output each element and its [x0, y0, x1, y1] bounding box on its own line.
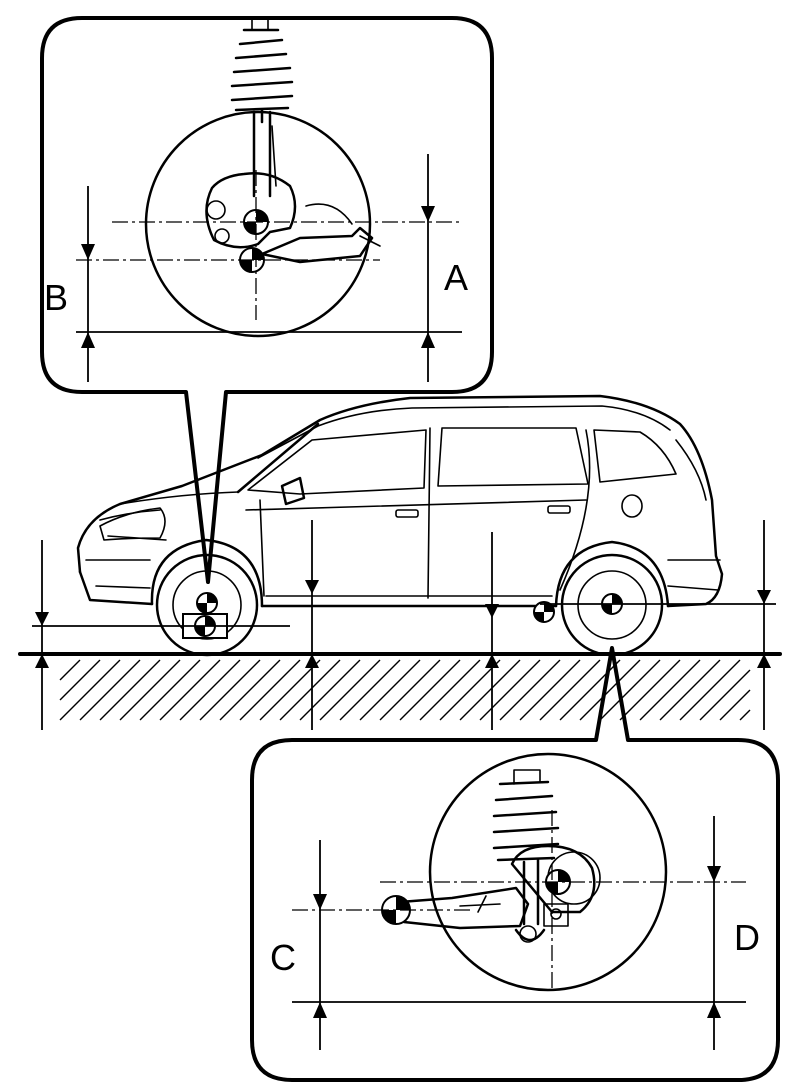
ground-hatching — [59, 659, 751, 721]
ground-hatch-line — [59, 659, 81, 681]
front-knuckle — [205, 172, 297, 249]
vehicle-side-view — [76, 394, 724, 730]
rear-coil-spring — [492, 769, 560, 862]
ground-hatch-line — [659, 659, 721, 721]
rear-quarter-window — [593, 429, 677, 483]
windshield — [236, 422, 320, 494]
ground-hatch-line — [379, 659, 441, 721]
ground-hatch-line — [219, 659, 281, 721]
rear-callout-frame — [250, 646, 780, 1082]
ground-hatch-line — [579, 659, 641, 721]
front-wheel-circle — [144, 110, 372, 338]
label-c: C — [270, 937, 296, 978]
rear-rim — [577, 570, 647, 640]
dimension-d: D — [707, 816, 760, 1050]
front-door-handle — [395, 509, 419, 518]
front-tire — [155, 553, 259, 657]
ground-hatch-line — [619, 659, 681, 721]
ground-hatch-line — [179, 659, 241, 721]
headlight — [99, 507, 166, 541]
ground — [18, 652, 782, 721]
ground-hatch-line — [719, 689, 751, 721]
rear-wheel-circle — [428, 752, 668, 992]
ground-hatch-line — [539, 659, 601, 721]
front-wheel-center-marker — [196, 592, 218, 614]
ground-hatch-line — [639, 659, 701, 721]
ground-hatch-line — [59, 659, 121, 721]
rear-knuckle — [510, 844, 596, 914]
ground-hatch-line — [239, 659, 301, 721]
ground-hatch-line — [299, 659, 361, 721]
front-coil-spring — [230, 17, 294, 112]
ground-hatch-line — [419, 659, 481, 721]
label-b: B — [44, 277, 68, 318]
front-lower-arm — [260, 226, 374, 264]
label-a: A — [444, 257, 468, 298]
ground-hatch-line — [99, 659, 161, 721]
ground-hatch-line — [259, 659, 321, 721]
rear-suspension-callout: C D — [250, 646, 780, 1082]
ground-hatch-line — [319, 659, 381, 721]
car-body-outline — [76, 394, 724, 608]
ground-hatch-line — [519, 659, 581, 721]
overall-right-dimension — [540, 520, 776, 730]
roof-line — [257, 405, 671, 459]
rear-door-handle — [547, 505, 571, 514]
label-d: D — [734, 917, 760, 958]
rear-spindle-block — [543, 903, 569, 927]
front-suspension-callout: A B — [40, 16, 494, 584]
ground-hatch-line — [559, 659, 621, 721]
ground-hatch-line — [459, 659, 521, 721]
ground-hatch-line — [79, 659, 141, 721]
rear-trailing-arm — [398, 886, 530, 930]
ground-hatch-line — [119, 659, 181, 721]
ground-hatch-line — [359, 659, 421, 721]
front-strut — [252, 108, 272, 198]
ground-hatch-line — [139, 659, 201, 721]
fuel-door — [621, 494, 643, 518]
front-callout-frame — [40, 16, 494, 584]
ground-hatch-line — [479, 659, 541, 721]
ground-hatch-line — [679, 659, 741, 721]
front-bumper — [78, 570, 154, 606]
ground-hatch-line — [59, 659, 101, 701]
ground-hatch-line — [499, 659, 561, 721]
ground-hatch-line — [159, 659, 221, 721]
front-door-window — [247, 429, 427, 495]
ground-hatch-line — [199, 659, 261, 721]
dimension-b: B — [44, 186, 95, 382]
side-mirror — [280, 476, 306, 506]
ground-hatch-line — [599, 659, 661, 721]
dimension-a: A — [421, 154, 468, 382]
front-wheel-arch — [150, 538, 264, 608]
overall-left-dimension — [32, 540, 290, 730]
hood-line — [119, 491, 239, 505]
ground-hatch-line — [439, 659, 501, 721]
rear-door-line — [559, 429, 591, 591]
dimension-c: C — [270, 840, 327, 1050]
rear-shock — [514, 858, 546, 942]
rear-arm-bushing-marker — [533, 601, 555, 623]
rear-door-window — [437, 427, 589, 487]
ground-hatch-line — [399, 659, 461, 721]
front-door-line — [259, 427, 431, 599]
ground-hatch-line — [279, 659, 341, 721]
rear-bumper — [667, 439, 721, 591]
ground-hatch-line — [739, 709, 751, 721]
front-grille — [85, 509, 167, 589]
ground-hatch-line — [699, 669, 751, 721]
rear-wheel-arch — [554, 540, 670, 608]
belt-line — [245, 499, 587, 511]
ground-hatch-line — [339, 659, 401, 721]
